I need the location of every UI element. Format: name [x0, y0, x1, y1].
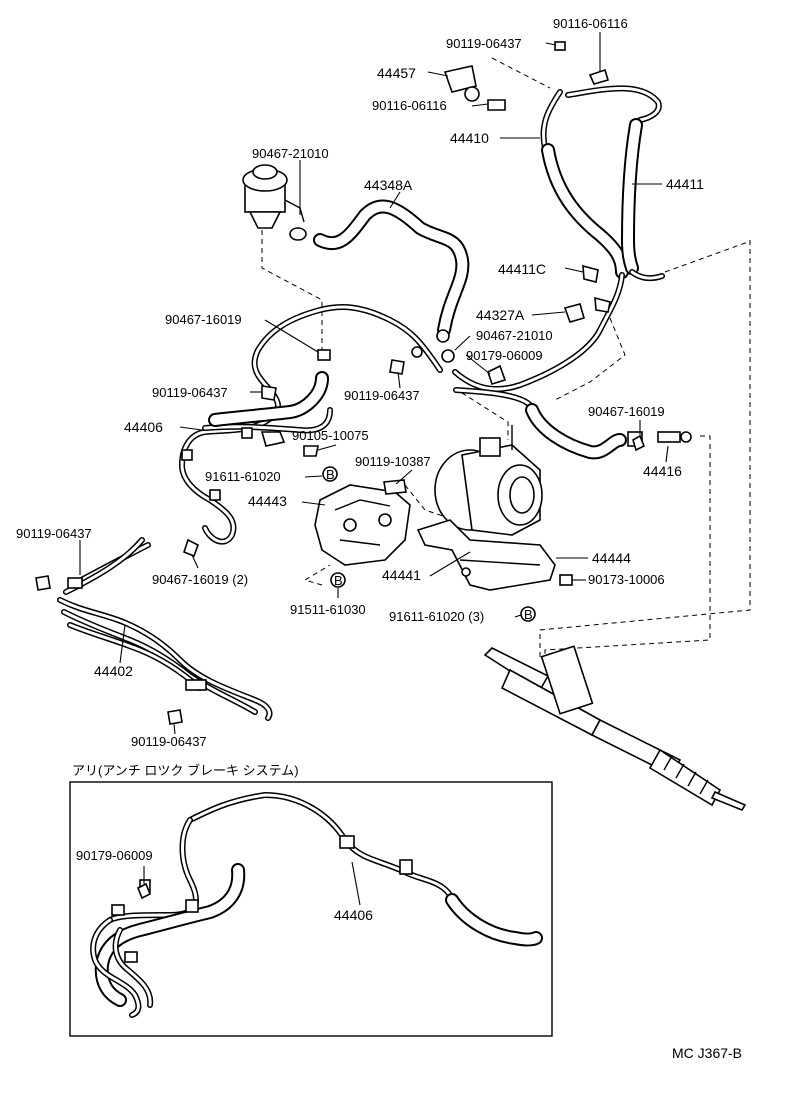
label-90467-21010-b: 90467-21010: [476, 328, 553, 343]
label-90119-06437-b: 90119-06437: [152, 385, 228, 400]
label-90116-06116-top: 90116-06116: [553, 16, 628, 31]
label-90119-06437-c: 90119-06437: [344, 388, 420, 403]
diagram-code: MC J367-B: [672, 1045, 742, 1061]
label-90467-16019-a: 90467-16019: [165, 312, 242, 327]
label-90119-06437-e: 90119-06437: [131, 734, 207, 749]
label-44406-abs: 44406: [334, 907, 373, 923]
label-44410: 44410: [450, 130, 489, 146]
label-90173-10006: 90173-10006: [588, 572, 665, 587]
b-marker-1-letter: B: [326, 467, 335, 482]
b-marker-1: [322, 466, 338, 482]
label-44411c: 44411C: [498, 261, 546, 277]
b-markers: B B B: [322, 466, 536, 622]
suction-hose-right: [453, 387, 692, 460]
b-marker-2-letter: B: [334, 573, 343, 588]
label-91611-61020-3: 91611-61020 (3): [389, 609, 484, 624]
label-90105-10075: 90105-10075: [292, 428, 369, 443]
label-90179-06009-a: 90179-06009: [466, 348, 543, 363]
label-90119-06437-top: 90119-06437: [446, 36, 522, 51]
label-44348a: 44348A: [364, 177, 413, 193]
label-44411: 44411: [666, 176, 704, 192]
label-90179-06009-b: 90179-06009: [76, 848, 153, 863]
label-44327a: 44327A: [476, 307, 525, 323]
leader-lines: [79, 32, 669, 735]
label-44441: 44441: [382, 567, 421, 583]
abs-nut: [136, 882, 152, 900]
label-44406-main: 44406: [124, 419, 163, 435]
steering-gear-rack: [483, 645, 747, 811]
b-marker-2: [330, 572, 346, 588]
label-90119-10387: 90119-10387: [355, 454, 431, 469]
label-90467-16019-2: 90467-16019 (2): [152, 572, 248, 587]
pressure-hose-44411: [565, 85, 665, 282]
label-44402: 44402: [94, 663, 133, 679]
label-44416: 44416: [643, 463, 682, 479]
label-90467-21010-a: 90467-21010: [252, 146, 329, 161]
cooler-pipe-44406: [179, 304, 443, 545]
vane-pump-assembly: [434, 425, 543, 536]
reservoir-tank: [242, 164, 305, 229]
guide-lines: [261, 57, 751, 668]
label-abs-title: アリ(アンチ ロツク ブレーキ システム): [72, 763, 299, 778]
cooler-assembly-44402: [57, 537, 273, 721]
label-44443: 44443: [248, 493, 287, 509]
abs-inset: [69, 781, 553, 1037]
part-labels: 90116-06116 90119-06437 44457 90116-0611…: [16, 16, 742, 1061]
label-44444: 44444: [592, 550, 631, 566]
label-90119-06437-d: 90119-06437: [16, 526, 92, 541]
label-90467-16019-b: 90467-16019: [588, 404, 665, 419]
pressure-hose-44410: [452, 89, 629, 392]
label-91511-61030: 91511-61030: [290, 602, 366, 617]
label-90116-06116-mid: 90116-06116: [372, 98, 447, 113]
label-91611-61020: 91611-61020: [205, 469, 281, 484]
b-marker-3-letter: B: [524, 607, 533, 622]
abs-44406-leader: [351, 861, 361, 906]
return-hose-44348a: [289, 199, 470, 343]
b-marker-3: [520, 606, 536, 622]
small-hardware: [35, 41, 646, 725]
pump-bracket-44443: [314, 484, 411, 566]
pump-bracket-44444-44441: [416, 519, 573, 591]
label-44457: 44457: [377, 65, 416, 81]
